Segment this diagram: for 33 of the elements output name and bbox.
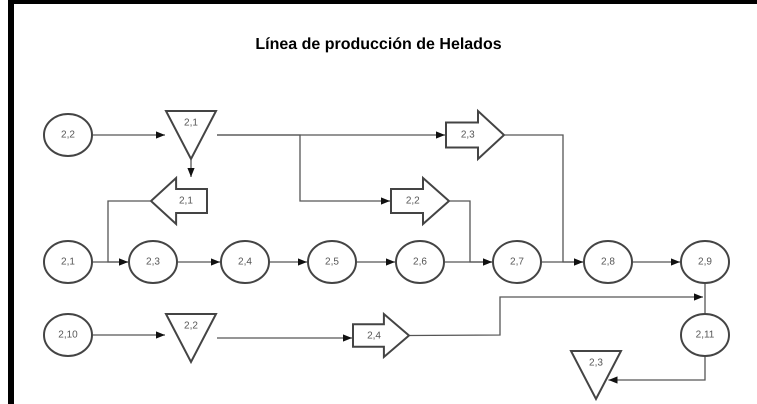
arrow — [93, 131, 165, 139]
arrow — [217, 134, 390, 205]
node-label: 2,4 — [238, 256, 252, 268]
arrow — [178, 258, 220, 266]
node-label: 2,3 — [589, 357, 603, 368]
arrow — [608, 357, 706, 384]
node-label: 2,9 — [698, 256, 712, 268]
arrow — [217, 334, 352, 342]
node-label: 2,1 — [61, 256, 75, 268]
arrow — [270, 258, 307, 266]
node-label: 2,8 — [601, 256, 615, 268]
node-label: 2,10 — [58, 330, 78, 340]
arrow — [633, 258, 680, 266]
arrow — [542, 258, 583, 266]
arrow — [357, 258, 395, 266]
arrow — [93, 258, 128, 266]
arrow — [410, 293, 703, 336]
node-label: 2,2 — [61, 130, 75, 140]
node-label: 2,7 — [510, 256, 524, 268]
node-label: 2,11 — [696, 330, 714, 340]
node-label: 2,2 — [406, 196, 420, 206]
node-label: 2,3 — [460, 130, 475, 140]
node-label: 2,6 — [413, 256, 427, 268]
node-label: 2,3 — [146, 256, 160, 268]
node-label: 2,4 — [367, 330, 381, 341]
diagram-title: Línea de producción de Helados — [255, 36, 502, 53]
arrow — [93, 331, 165, 339]
arrow — [187, 160, 195, 177]
node-label: 2,1 — [184, 117, 198, 128]
node-label: 2,2 — [184, 320, 198, 331]
node-label: 2,1 — [179, 196, 193, 206]
node-label: 2,5 — [325, 256, 339, 268]
arrow — [445, 258, 492, 266]
